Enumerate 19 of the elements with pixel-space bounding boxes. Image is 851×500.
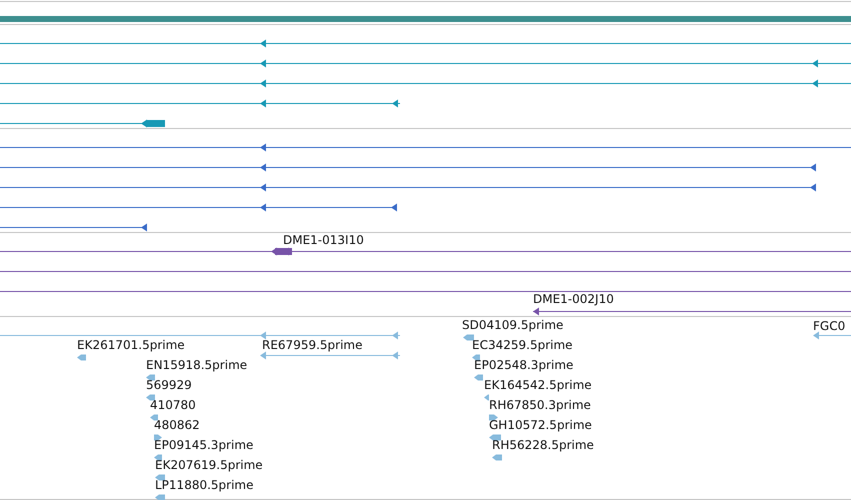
feature-label: DME1-013I10: [283, 233, 364, 247]
feature-label: EK261701.5prime: [77, 338, 185, 352]
feature-label: RH67850.3prime: [489, 398, 591, 412]
feature-label: RE67959.5prime: [262, 338, 362, 352]
feature-label: 410780: [150, 398, 196, 412]
feature-label: RH56228.5prime: [492, 438, 594, 452]
feature-label: 569929: [146, 378, 192, 392]
feature-label: EP09145.3prime: [154, 438, 254, 452]
feature-label: GH10572.5prime: [489, 418, 592, 432]
feature-label: FGC0: [813, 319, 846, 333]
feature-label: EC34259.5prime: [472, 338, 573, 352]
feature-label: EK207619.5prime: [155, 458, 263, 472]
feature-label: EK164542.5prime: [484, 378, 592, 392]
feature-label: DME1-002J10: [533, 292, 614, 306]
feature-label: EN15918.5prime: [146, 358, 248, 372]
feature-label: LP11880.5prime: [155, 478, 254, 492]
feature-label: 480862: [154, 418, 200, 432]
feature-label: SD04109.5prime: [462, 318, 564, 332]
feature-label: EP02548.3prime: [474, 358, 574, 372]
